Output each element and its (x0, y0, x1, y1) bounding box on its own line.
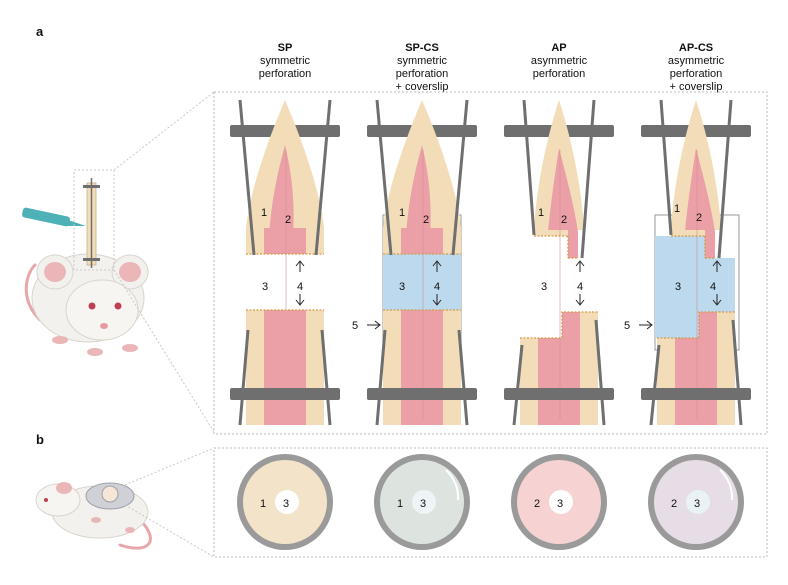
circle-label-left: 2 (671, 498, 677, 510)
label-arrow: 4 (577, 281, 583, 293)
column-title: SP (277, 42, 293, 54)
coverslip-fill (383, 254, 461, 310)
circle-label-right: 3 (420, 498, 426, 510)
panel-a-frame (213, 91, 768, 435)
label-marrow: 2 (696, 212, 702, 224)
circle-label-right: 3 (283, 498, 289, 510)
diagram-sp (230, 99, 340, 426)
column-header-ap: AP asymmetric perforation (504, 42, 614, 81)
panel-b-label: b (36, 432, 44, 447)
diagram-sp-cs (367, 99, 477, 426)
mouse-with-bone-implant-illustration (22, 178, 150, 358)
column-title: AP (551, 42, 567, 54)
label-coverslip: 5 (352, 320, 358, 332)
label-coverslip: 5 (624, 320, 630, 332)
pin-bar (230, 388, 340, 400)
panel-b-frame (213, 447, 768, 558)
label-arrow: 4 (297, 281, 303, 293)
column-header-sp: SP symmetric perforation (230, 42, 340, 81)
label-bone: 1 (261, 207, 267, 219)
label-gap: 3 (262, 281, 268, 293)
column-header-ap-cs: AP-CS asymmetric perforation + coverslip (641, 42, 751, 94)
label-gap: 3 (541, 281, 547, 293)
coverslip-fill (655, 236, 735, 338)
column-title: SP-CS (405, 42, 439, 54)
pipette-icon (22, 207, 86, 227)
column-description: asymmetric perforation + coverslip (667, 55, 725, 93)
column-header-sp-cs: SP-CS symmetric perforation + coverslip (367, 42, 477, 94)
pin-bar (504, 388, 614, 400)
column-description: symmetric perforation (258, 55, 312, 80)
label-bone: 1 (674, 203, 680, 215)
circle-label-left: 1 (260, 498, 266, 510)
label-marrow: 2 (285, 214, 291, 226)
diagram-ap (504, 99, 614, 426)
window-view-sp-cs (374, 454, 470, 550)
pin-bar (367, 388, 477, 400)
label-gap: 3 (675, 281, 681, 293)
diagram-ap-cs (639, 99, 751, 426)
label-bone: 1 (538, 207, 544, 219)
label-gap: 3 (399, 281, 405, 293)
zoom-line (113, 91, 215, 171)
zoom-line (124, 504, 215, 558)
window-view-ap-cs (648, 454, 744, 550)
zoom-source-box (73, 169, 115, 271)
label-arrow: 4 (710, 281, 716, 293)
label-marrow: 2 (561, 214, 567, 226)
label-bone: 1 (399, 207, 405, 219)
panel-a-label: a (36, 24, 44, 39)
pin-bar (641, 388, 751, 400)
circle-label-left: 1 (397, 498, 403, 510)
zoom-line (124, 447, 215, 486)
circle-label-right: 3 (694, 498, 700, 510)
circle-label-right: 3 (557, 498, 563, 510)
label-arrow: 4 (434, 281, 440, 293)
label-marrow: 2 (423, 214, 429, 226)
column-title: AP-CS (678, 42, 714, 54)
mouse-with-cranial-window-illustration (35, 482, 152, 550)
column-description: asymmetric perforation (530, 55, 588, 80)
column-description: symmetric perforation + coverslip (395, 55, 449, 93)
window-view-ap (511, 454, 607, 550)
circle-label-left: 2 (534, 498, 540, 510)
window-view-sp (237, 454, 333, 550)
